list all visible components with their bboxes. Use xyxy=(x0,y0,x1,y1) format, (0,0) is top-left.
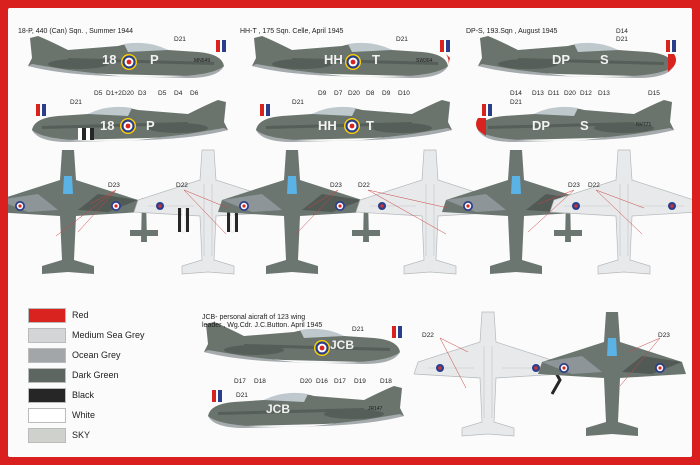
plan-view-18p-top xyxy=(8,150,142,274)
marking-dps-letter-side: S xyxy=(580,118,589,133)
serial-hht: SW364 xyxy=(416,58,433,64)
code-a4-top: D21 xyxy=(352,326,364,333)
legend-label: Ocean Grey xyxy=(72,350,121,360)
leader-lines-row3 xyxy=(439,337,661,389)
code-plan2-d23: D23 xyxy=(330,182,342,189)
code-plan4-d23: D23 xyxy=(658,332,670,339)
swatch-black xyxy=(28,388,66,403)
code-a2-side-3: D20 xyxy=(348,90,360,97)
leader-lines-row2 xyxy=(55,189,645,237)
code-a3-side-7: D15 xyxy=(648,90,660,97)
legend-label: Medium Sea Grey xyxy=(72,330,145,340)
code-plan1-d22: D22 xyxy=(176,182,188,189)
marking-dps-code-side: DP xyxy=(532,118,551,133)
swatch-white xyxy=(28,408,66,423)
code-plan3-d23: D23 xyxy=(568,182,580,189)
marking-jcb-code: JCB xyxy=(330,338,355,352)
code-a4-side-5: D17 xyxy=(334,378,346,385)
plan-view-18p-under xyxy=(133,149,283,275)
legend-label: Red xyxy=(72,310,89,320)
code-a4-side-2: D18 xyxy=(254,378,266,385)
plan-view-dps-under xyxy=(549,149,692,275)
marking-18p-letter: P xyxy=(150,52,159,67)
code-a2-side-6: D10 xyxy=(398,90,410,97)
code-a2-side-0: D21 xyxy=(292,99,304,106)
marking-hht-letter: T xyxy=(372,52,380,67)
aircraft-18p-profile-bottom xyxy=(32,100,228,142)
code-a2-side-2: D7 xyxy=(334,90,343,97)
code-a1-side-0: D21 xyxy=(70,99,82,106)
legend-label: SKY xyxy=(72,430,91,440)
legend-label: White xyxy=(72,410,96,420)
serial-jcb: JR147 xyxy=(368,406,383,412)
marking-18p-letter-side: P xyxy=(146,118,155,133)
code-a2-top: D21 xyxy=(396,36,408,43)
code-a3-side-3: D11 xyxy=(548,90,560,97)
caption-hht: HH-T , 175 Sqn. Celle, April 1945 xyxy=(240,28,344,35)
decal-sheet: 18-P, 440 (Can) Sqn. , Summer 1944 HH-T … xyxy=(8,8,692,457)
swatch-ocean-grey xyxy=(28,348,66,363)
aircraft-18p-profile-top xyxy=(28,36,226,78)
caption-18p: 18-P, 440 (Can) Sqn. , Summer 1944 xyxy=(18,28,134,35)
swatch-medium-sea-grey xyxy=(28,328,66,343)
marking-18p-code-side: 18 xyxy=(100,118,115,133)
caption-jcb-line2: leader , Wg.Cdr. J.C.Button. April 1945 xyxy=(202,322,323,329)
swatch-red xyxy=(28,308,66,323)
plan-view-jcb-top xyxy=(538,312,686,436)
code-a4-side-4: D16 xyxy=(316,378,328,385)
marking-18p-code: 18 xyxy=(102,52,117,67)
aircraft-profiles-svg xyxy=(8,36,692,437)
marking-hht-letter-side: T xyxy=(366,118,374,133)
aircraft-hht-profile-bottom xyxy=(256,100,452,142)
marking-dps-letter: S xyxy=(600,52,609,67)
plan-view-hht-top xyxy=(218,150,366,274)
code-a1-side-6: D4 xyxy=(174,90,183,97)
code-a3-side-1: D21 xyxy=(510,99,522,106)
code-a4-side-0: D21 xyxy=(236,392,248,399)
aircraft-hht-profile-top xyxy=(252,36,450,78)
marking-jcb-code-side: JCB xyxy=(266,402,291,416)
code-a3-side-6: D13 xyxy=(598,90,610,97)
code-a3-top-1: D21 xyxy=(616,36,628,43)
marking-hht-code: HH xyxy=(324,52,343,67)
marking-hht-code-side: HH xyxy=(318,118,337,133)
legend-label: Black xyxy=(72,390,95,400)
marking-dps-code: DP xyxy=(552,52,571,67)
code-a3-side-0: D14 xyxy=(510,90,522,97)
code-a1-side-2: D1+2 xyxy=(106,90,122,97)
code-a3-top-0: D14 xyxy=(616,28,628,35)
swatch-dark-green xyxy=(28,368,66,383)
code-a2-side-4: D8 xyxy=(366,90,375,97)
code-a4-side-3: D20 xyxy=(300,378,312,385)
legend-label: Dark Green xyxy=(72,370,119,380)
code-a1-side-7: D6 xyxy=(190,90,199,97)
code-a3-side-2: D13 xyxy=(532,90,544,97)
caption-dps: DP-S, 193.Sqn , August 1945 xyxy=(466,28,558,35)
code-a4-side-6: D19 xyxy=(354,378,366,385)
code-plan2-d22: D22 xyxy=(358,182,370,189)
serial-dps: NV771 xyxy=(636,122,652,128)
code-a1-side-1: D5 xyxy=(94,90,103,97)
code-a2-side-1: D9 xyxy=(318,90,327,97)
code-a4-side-7: D18 xyxy=(380,378,392,385)
caption-jcb-line1: JCB- personal aicraft of 123 wing xyxy=(202,314,306,321)
code-plan4-d22: D22 xyxy=(422,332,434,339)
code-a3-side-4: D20 xyxy=(564,90,576,97)
aircraft-dps-profile-bottom xyxy=(476,100,674,142)
code-a4-side-1: D17 xyxy=(234,378,246,385)
aircraft-dps-profile-top xyxy=(478,36,676,78)
code-plan3-d22: D22 xyxy=(588,182,600,189)
code-a2-side-5: D9 xyxy=(382,90,391,97)
code-a1-side-5: D5 xyxy=(158,90,167,97)
code-plan1-d23: D23 xyxy=(108,182,120,189)
serial-18p: MN549 xyxy=(194,58,211,64)
code-a1-top: D21 xyxy=(174,36,186,43)
swatch-sky xyxy=(28,428,66,443)
code-a1-side-3: D20 xyxy=(122,90,134,97)
code-a1-side-4: D3 xyxy=(138,90,147,97)
code-a3-side-5: D12 xyxy=(580,90,592,97)
